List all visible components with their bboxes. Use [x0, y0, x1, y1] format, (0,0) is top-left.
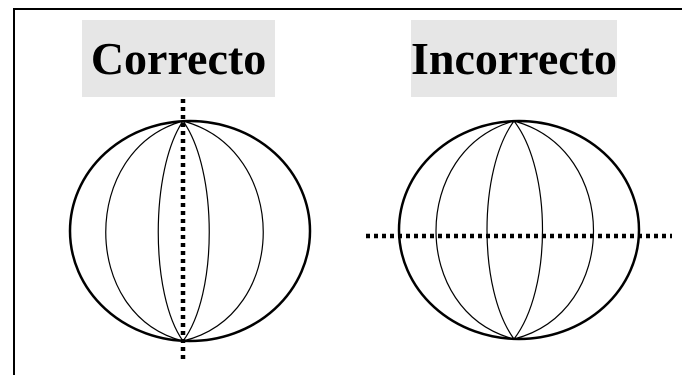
incorrect-sphere-outline — [397, 119, 641, 341]
incorrect-label: Incorrecto — [411, 20, 617, 97]
figure-frame — [13, 8, 682, 375]
incorrect-sphere — [366, 119, 672, 341]
correct-meridian-outer-left — [105, 120, 184, 342]
incorrect-meridian-outer-left — [435, 120, 515, 340]
correct-label-text: Correcto — [90, 32, 267, 84]
correct-meridian-inner-left — [157, 120, 184, 342]
incorrect-meridian-inner-right — [513, 120, 544, 340]
correct-sphere — [68, 99, 312, 360]
correct-label: Correcto — [82, 20, 275, 97]
incorrect-meridian-outer-right — [513, 120, 595, 340]
incorrect-label-text: Incorrecto — [410, 32, 618, 84]
incorrect-meridian-inner-left — [486, 120, 515, 340]
correct-meridian-outer-right — [182, 120, 264, 342]
correct-meridian-inner-right — [182, 120, 210, 342]
correct-sphere-outline — [68, 119, 312, 343]
